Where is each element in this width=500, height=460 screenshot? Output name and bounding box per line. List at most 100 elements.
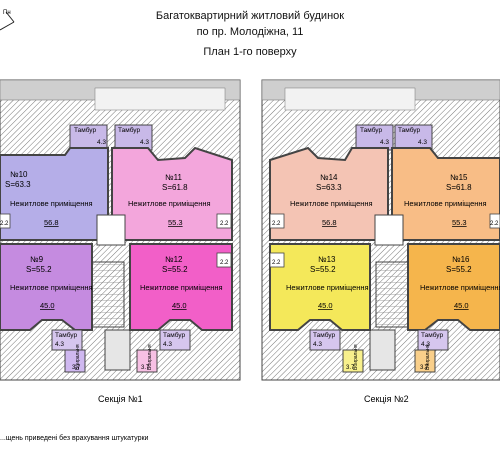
vestibule-label: Тамбур (313, 331, 335, 339)
unit-number: №16 (452, 255, 470, 264)
unit-inner-area: 55.3 (452, 218, 467, 227)
unit-area: S=55.2 (162, 265, 188, 274)
unit-type: Нежитлове приміщення (140, 283, 223, 292)
wc (414, 349, 436, 373)
vestibule-bottom (309, 329, 341, 351)
vestibule-label: Тамбур (55, 331, 77, 339)
wc-area: 3.7 (141, 365, 150, 371)
small-area: 2.2 (272, 221, 281, 227)
unit-number: №13 (318, 255, 336, 264)
stair (91, 261, 125, 328)
unit-inner-area: 55.3 (168, 218, 183, 227)
section-label: Секція №1 (98, 394, 143, 404)
plan-title-line1: Багатоквартирний житловий будинок (155, 10, 345, 22)
small-area: 2.2 (220, 221, 229, 227)
unit-area: S=55.2 (446, 265, 472, 274)
corridor (104, 329, 131, 371)
vestibule-area: 4.3 (97, 139, 106, 146)
small-room (269, 252, 285, 268)
vestibule-label: Тамбур (118, 126, 140, 134)
section-label: Секція №2 (364, 394, 409, 404)
vestibule-area: 4.3 (380, 139, 389, 146)
wc-area: 3.7 (346, 365, 355, 371)
vestibule-area: 4.3 (163, 341, 172, 348)
unit-type: Нежитлове приміщення (10, 199, 93, 208)
vestibule-area: 4.3 (418, 139, 427, 146)
small-area: 2.2 (490, 221, 499, 227)
small-area: 2.2 (272, 260, 281, 266)
wc-label: Вбиральня (147, 344, 153, 370)
unit-type: Нежитлове приміщення (128, 199, 211, 208)
unit-number: №11 (165, 173, 182, 182)
wc-label: Вбиральня (425, 344, 431, 370)
wc (342, 349, 364, 373)
vestibule-top (355, 124, 394, 151)
section-2 (261, 79, 500, 381)
plan-title-line3: План 1-го поверху (203, 46, 297, 58)
vestibule-area: 4.3 (313, 341, 322, 348)
unit-15 (391, 147, 500, 241)
north-label: Пн (3, 10, 11, 16)
unit-inner-area: 56.8 (322, 218, 337, 227)
wc-area: 3.7 (420, 365, 429, 371)
small-room (269, 213, 285, 229)
stair (375, 261, 409, 328)
unit-area: S=61.8 (162, 183, 188, 192)
unit-type: Нежитлове приміщення (286, 283, 369, 292)
wc (64, 349, 86, 373)
small-area: 2.2 (0, 221, 9, 227)
unit-area: S=63.3 (316, 183, 342, 192)
section-1-terrace (94, 87, 226, 111)
unit-number: №9 (30, 255, 44, 264)
vestibule-bottom (159, 329, 191, 351)
unit-type: Нежитлове приміщення (420, 283, 500, 292)
section-2-terrace (284, 87, 416, 111)
section-1 (0, 79, 241, 381)
unit-10 (0, 147, 109, 241)
unit-14 (269, 146, 389, 241)
small-room (0, 213, 11, 229)
small-room (216, 252, 232, 268)
core (374, 214, 404, 246)
unit-11 (111, 146, 233, 241)
unit-type: Нежитлове приміщення (404, 199, 487, 208)
unit-9 (0, 243, 93, 331)
wc-label: Вбиральня (353, 344, 359, 370)
unit-inner-area: 56.8 (44, 218, 59, 227)
vestibule-top (394, 124, 433, 151)
wc (136, 349, 158, 373)
unit-inner-area: 45.0 (172, 301, 187, 310)
unit-13 (269, 243, 371, 331)
unit-area: S=55.2 (26, 265, 52, 274)
vestibule-label: Тамбур (421, 331, 443, 339)
unit-inner-area: 45.0 (454, 301, 469, 310)
unit-number: №14 (320, 173, 338, 182)
vestibule-label: Тамбур (360, 126, 382, 134)
unit-number: №12 (165, 255, 183, 264)
plan-title-line2: по пр. Молодіжна, 11 (196, 26, 304, 38)
unit-area: S=63.3 (5, 180, 31, 189)
vestibule-area: 4.3 (140, 139, 149, 146)
core (96, 214, 126, 246)
unit-12 (129, 243, 233, 331)
vestibule-label: Тамбур (163, 331, 185, 339)
unit-inner-area: 45.0 (40, 301, 55, 310)
unit-inner-area: 45.0 (318, 301, 333, 310)
wc-label: Вбиральня (75, 344, 81, 370)
small-area: 2.2 (220, 260, 229, 266)
vestibule-label: Тамбур (398, 126, 420, 134)
unit-area: S=55.2 (310, 265, 336, 274)
unit-type: Нежитлове приміщення (10, 283, 93, 292)
unit-number: №15 (450, 173, 468, 182)
vestibule-top (114, 124, 153, 151)
footer-note: ...щень приведені без врахування штукату… (0, 434, 149, 442)
vestibule-area: 4.3 (55, 341, 64, 348)
north-arrow-icon (0, 11, 15, 31)
unit-16 (407, 243, 500, 331)
wc-area: 3.7 (72, 365, 81, 371)
vestibule-label: Тамбур (74, 126, 96, 134)
corridor (369, 329, 396, 371)
vestibule-top (69, 124, 108, 151)
unit-area: S=61.8 (446, 183, 472, 192)
